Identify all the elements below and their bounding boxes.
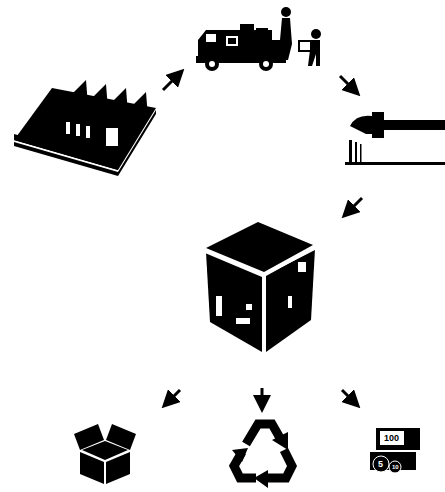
factory-icon: [14, 80, 156, 176]
delivery-truck-icon: [196, 7, 321, 71]
open-box-icon: [74, 424, 136, 484]
hammer-icon: [345, 112, 445, 165]
value-label: 100: [384, 434, 399, 443]
value-label: 5: [378, 460, 383, 469]
recycle-arrowheads: [232, 432, 288, 488]
value-label: 10: [392, 464, 399, 470]
house-cube-icon: [205, 222, 315, 352]
flow-arrows: [163, 75, 362, 404]
money-icon: [370, 428, 420, 473]
